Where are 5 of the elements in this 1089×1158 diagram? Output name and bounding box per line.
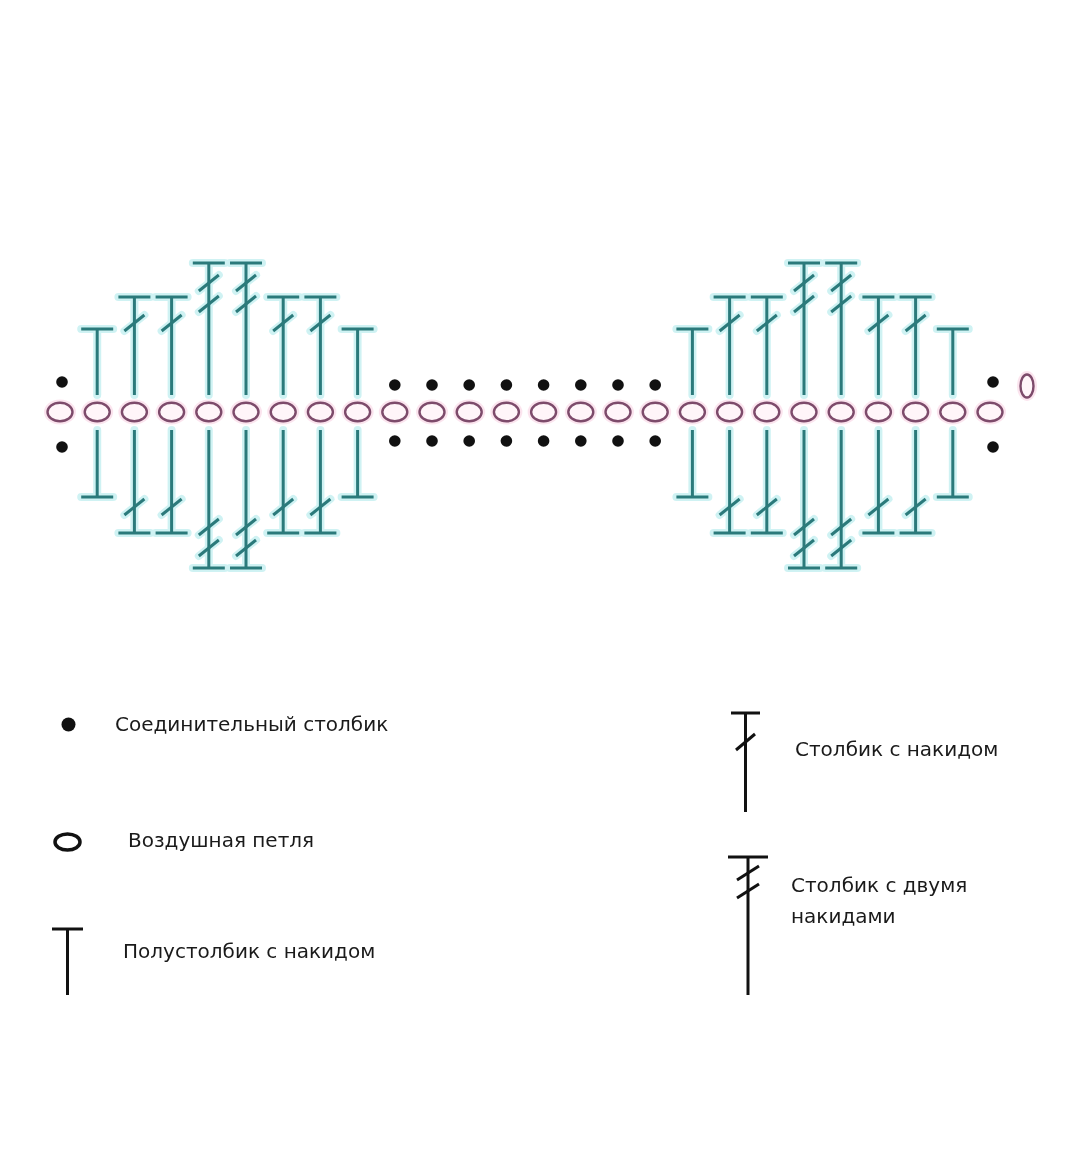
legend-label: Столбик с накидом bbox=[795, 736, 999, 763]
legend-label: Столбик с двумя накидами bbox=[791, 872, 969, 930]
legend-label: Соединительный столбик bbox=[115, 711, 389, 738]
legend-label: Полустолбик с накидом bbox=[123, 938, 376, 965]
legend-label: Воздушная петля bbox=[128, 827, 315, 854]
